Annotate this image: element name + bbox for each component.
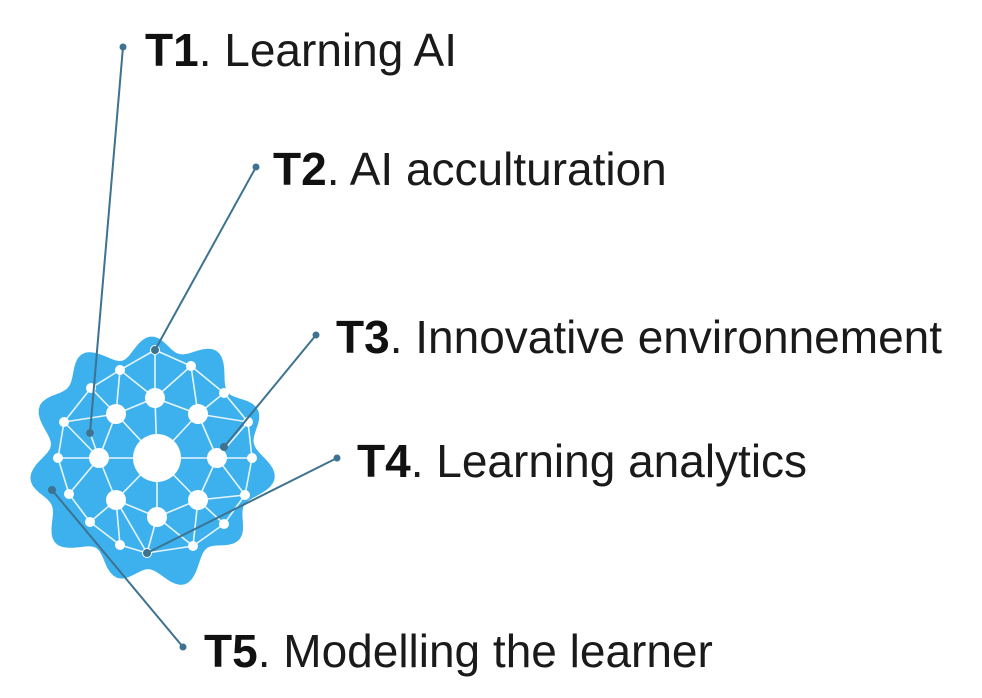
network-edge [154, 349, 192, 367]
topic-label-t4: T4. Learning analytics [357, 438, 807, 484]
leader-line-t3 [223, 334, 317, 448]
topic-text: Learning AI [211, 24, 457, 76]
leader-line-t2 [154, 166, 257, 351]
network-edge [89, 521, 121, 546]
topic-code: T3 [336, 311, 390, 363]
network-node [219, 519, 229, 529]
topic-text: Innovative environnement [402, 311, 943, 363]
endpoint-dot-t2 [252, 163, 260, 171]
leader-line-t4 [146, 457, 338, 554]
topic-label-t5: T5. Modelling the learner [204, 628, 713, 674]
network-edge [192, 523, 225, 547]
network-node [207, 448, 227, 468]
network-node [219, 388, 229, 398]
topic-code: T2 [273, 143, 327, 195]
network-node [85, 517, 95, 527]
network-edge [90, 369, 121, 389]
network-nodes [53, 345, 257, 558]
network-node [240, 490, 250, 500]
network-edge [247, 421, 253, 459]
leader-lines [51, 46, 338, 648]
topic-code: T5 [204, 625, 258, 677]
network-edge [244, 457, 253, 496]
network-node [247, 453, 257, 463]
topic-separator: . [410, 435, 424, 487]
anchor-dot-t4 [143, 549, 151, 557]
anchor-dot-t3 [220, 443, 228, 451]
network-node [145, 388, 165, 408]
network-node [188, 404, 208, 424]
topic-label-t1: T1. Learning AI [145, 27, 457, 73]
endpoint-dot-t3 [312, 331, 320, 339]
topic-separator: . [198, 24, 212, 76]
leader-line-t5 [51, 489, 184, 648]
topic-code: T4 [357, 435, 411, 487]
network-edge [63, 387, 92, 423]
network-node [188, 541, 198, 551]
endpoint-dot-t5 [179, 643, 187, 651]
neural-network-icon [30, 336, 275, 585]
network-node [188, 490, 208, 510]
leader-line-t1 [89, 46, 124, 434]
network-node [89, 448, 109, 468]
topic-separator: . [326, 143, 340, 195]
network-edge [119, 349, 156, 371]
topic-separator: . [389, 311, 403, 363]
network-node [147, 507, 167, 527]
network-node [106, 490, 126, 510]
topic-label-t3: T3. Innovative environnement [336, 314, 942, 360]
topic-label-t2: T2. AI acculturation [273, 146, 667, 192]
topic-text: AI acculturation [339, 143, 667, 195]
network-node [53, 453, 63, 463]
anchor-dot-t5 [48, 486, 56, 494]
anchor-dot-t2 [151, 346, 159, 354]
network-edge [146, 545, 194, 554]
anchor-dot-t1 [86, 429, 94, 437]
network-node [64, 489, 74, 499]
network-node [59, 417, 69, 427]
endpoint-dot-t4 [333, 454, 341, 462]
network-edge [57, 457, 70, 495]
topic-text: Modelling the learner [270, 625, 713, 677]
network-node [115, 540, 125, 550]
topic-code: T1 [145, 24, 199, 76]
network-edge [190, 365, 225, 394]
topic-text: Learning analytics [423, 435, 808, 487]
network-edge [57, 421, 65, 459]
network-edge [115, 499, 148, 554]
endpoint-dot-t1 [119, 43, 127, 51]
topic-separator: . [257, 625, 271, 677]
network-edge [223, 392, 249, 423]
leader-endpoints [48, 43, 341, 651]
network-node [133, 434, 181, 482]
network-node [106, 404, 126, 424]
network-node [115, 365, 125, 375]
network-edge [68, 493, 91, 523]
network-node [186, 361, 196, 371]
